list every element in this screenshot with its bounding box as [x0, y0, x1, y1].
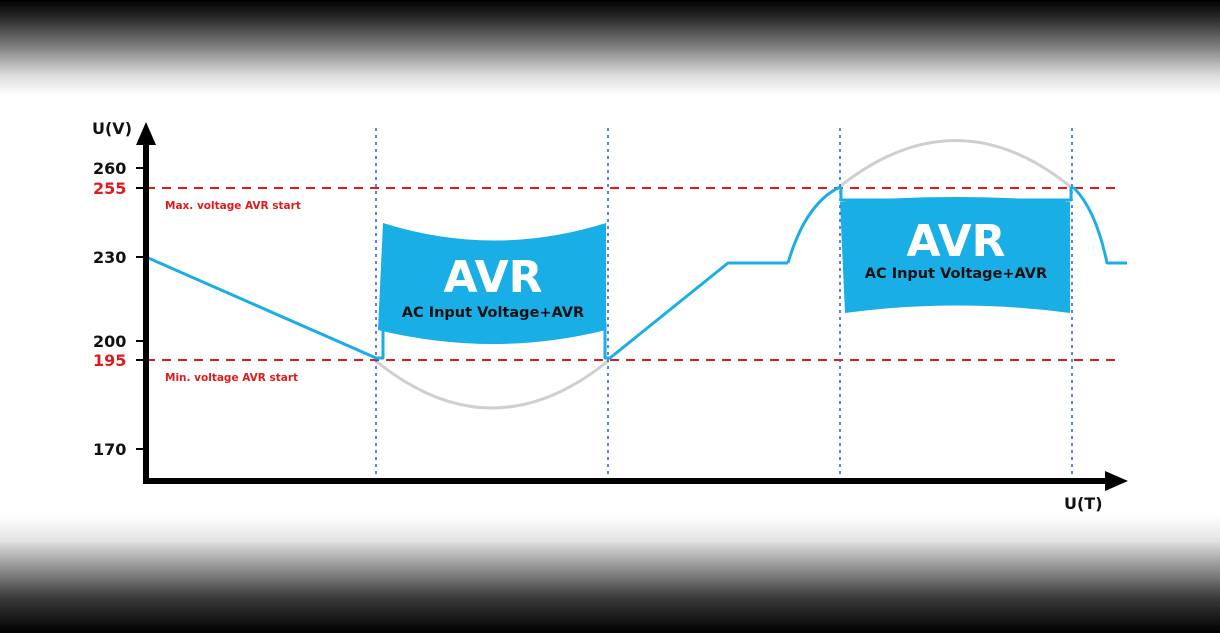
- input-voltage-swell-curve: [837, 139, 1073, 190]
- y-tick-label-260: 260: [93, 159, 126, 178]
- avr-box-high-title: AVR: [907, 216, 1006, 267]
- input-voltage-dip-curve: [375, 359, 609, 410]
- x-axis-arrow-icon: [1105, 471, 1128, 491]
- output-voltage-curve: [145, 255, 788, 360]
- avr-box-high-subtitle: AC Input Voltage+AVR: [865, 266, 1047, 282]
- avr-box-low: [378, 223, 606, 344]
- x-axis-label: U(T): [1064, 494, 1103, 513]
- y-tick-label-195: 195: [93, 351, 126, 370]
- y-tick-label-170: 170: [93, 440, 126, 459]
- y-axis-arrow-icon: [136, 122, 156, 145]
- avr-box-high: [840, 197, 1070, 313]
- y-tick-label-200: 200: [93, 332, 126, 351]
- y-tick-label-255: 255: [93, 179, 126, 198]
- avr-box-low-title: AVR: [444, 252, 543, 303]
- output-voltage-curve-rise: [786, 186, 1127, 265]
- max-voltage-label: Max. voltage AVR start: [165, 200, 301, 212]
- y-tick-label-230: 230: [93, 248, 126, 267]
- y-axis-label: U(V): [92, 119, 132, 138]
- avr-box-low-subtitle: AC Input Voltage+AVR: [402, 305, 584, 321]
- min-voltage-label: Min. voltage AVR start: [165, 372, 298, 384]
